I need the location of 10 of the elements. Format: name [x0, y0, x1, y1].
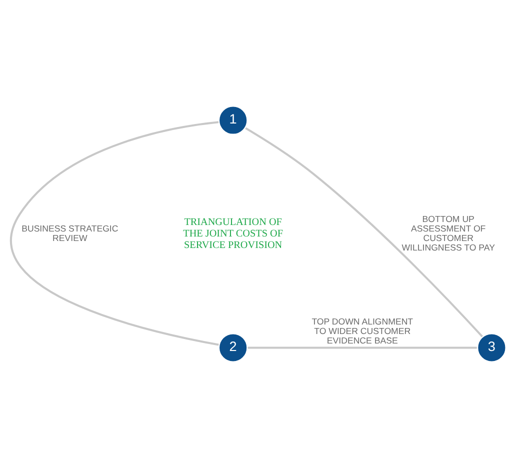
connector: [248, 346, 477, 349]
edge-label: TOP DOWN ALIGNMENT TO WIDER CUSTOMER EVIDENCE BASE: [312, 316, 414, 346]
label: TRIANGULATION OF THE JOINT COSTS OF SERVICE PROVISION: [183, 216, 283, 251]
connector: [245, 127, 483, 338]
node-circle: 2: [218, 332, 249, 364]
edge-label: BOTTOM UP ASSESSMENT OF CUSTOMER WILLINGNESS TO PAY: [402, 214, 495, 253]
connector: [10, 121, 219, 346]
node-circle: 1: [218, 104, 249, 136]
edge-label: BUSINESS STRATEGIC REVIEW: [22, 224, 118, 244]
node-circle: 3: [476, 332, 508, 364]
